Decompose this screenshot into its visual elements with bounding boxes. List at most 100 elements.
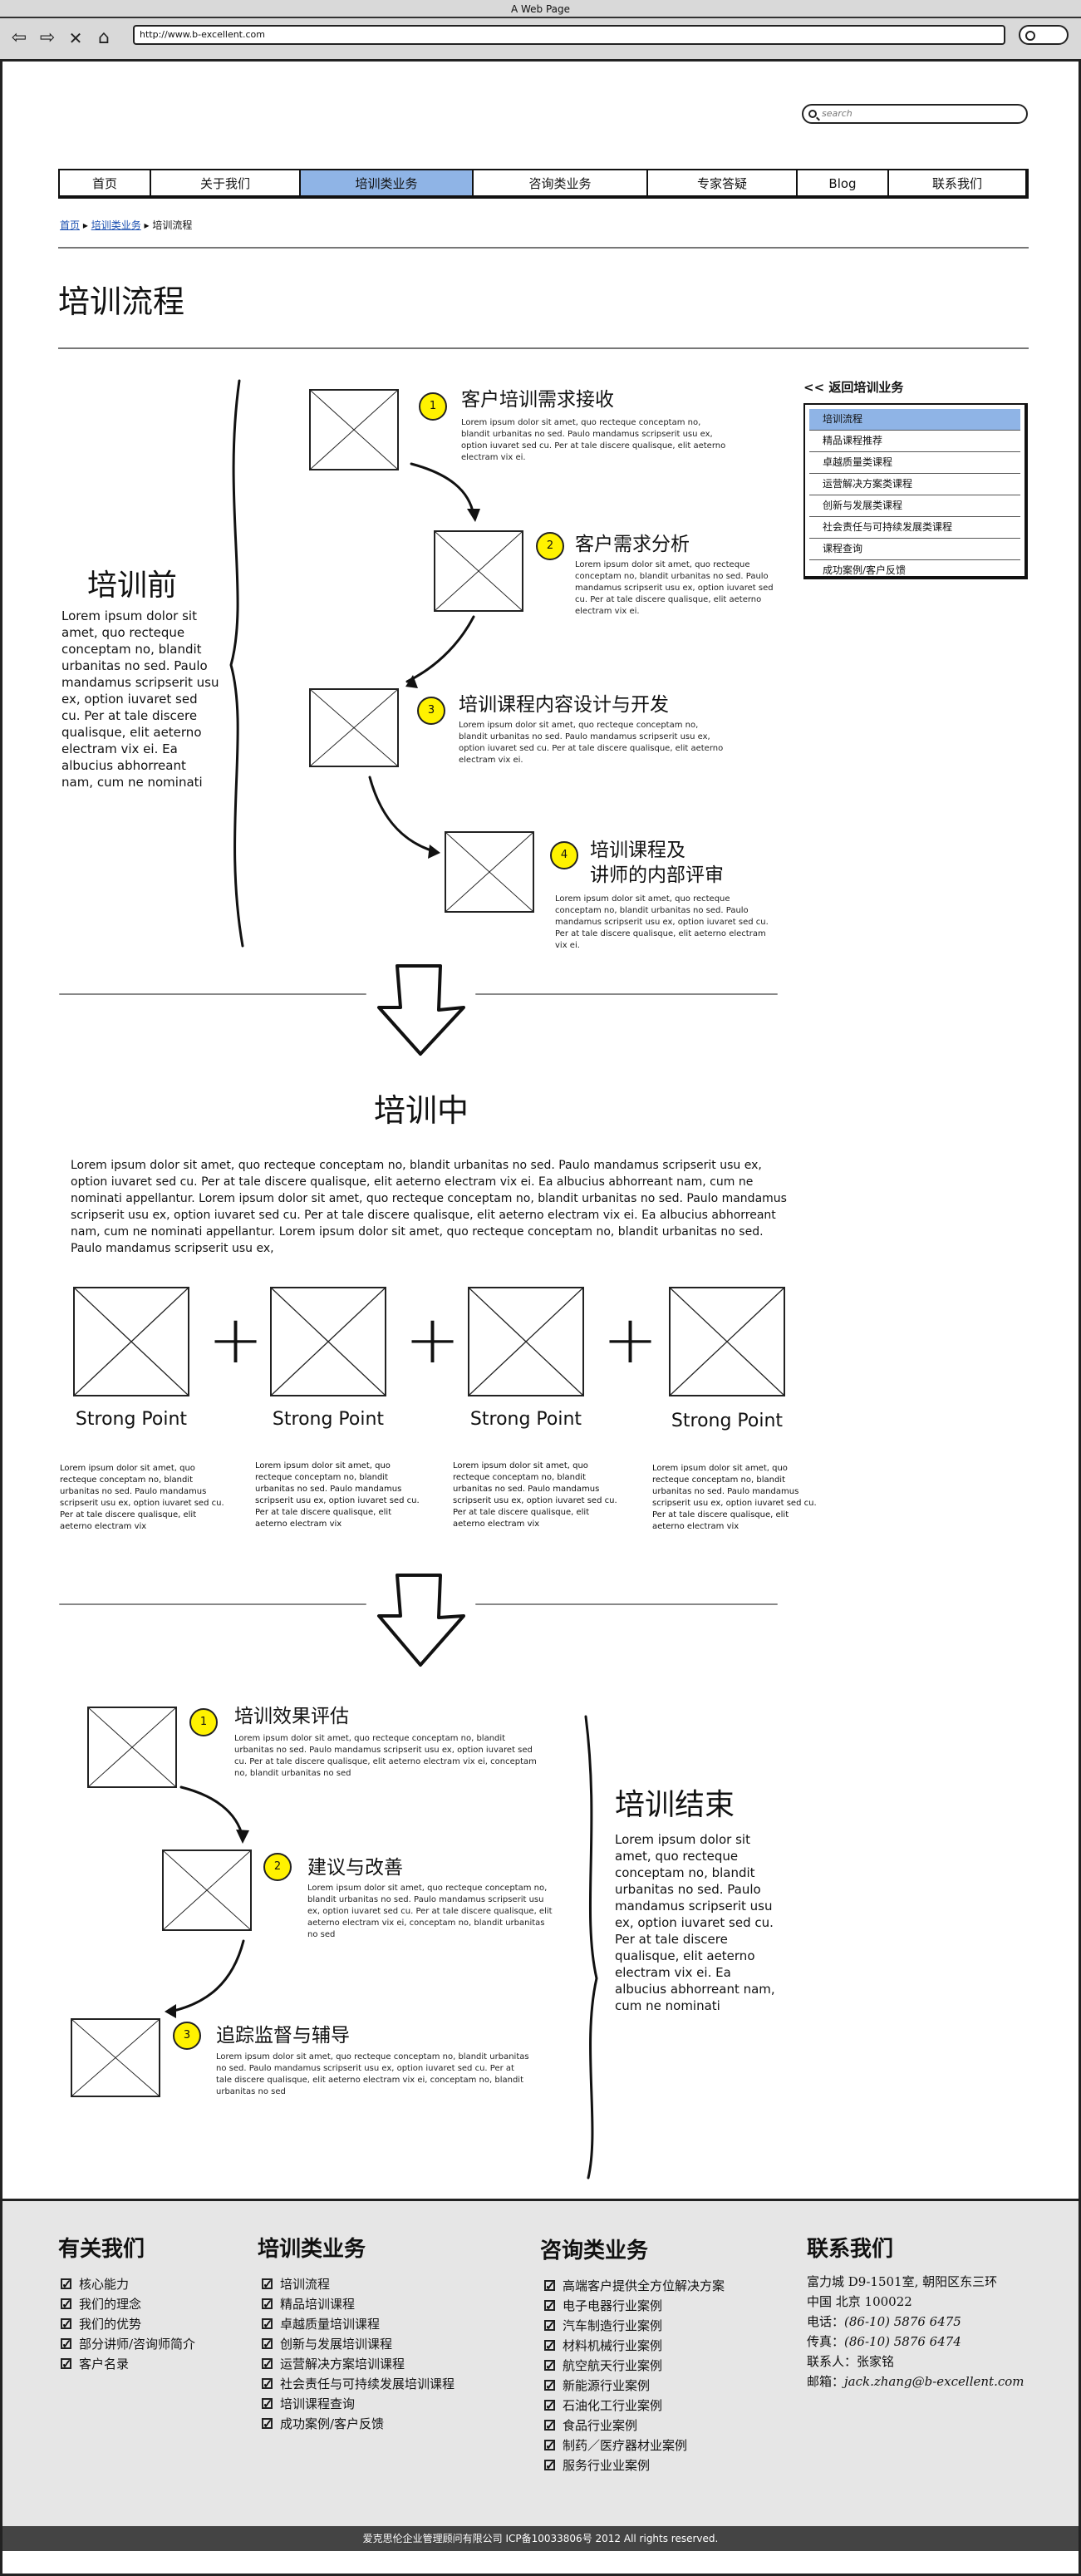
nav-item-contact[interactable]: 联系我们 [931, 176, 982, 191]
image-placeholder [71, 2018, 160, 2097]
back-to-training-link[interactable]: << 返回培训业务 [803, 380, 904, 395]
step-number-badge: 3 [173, 2022, 201, 2050]
strong-point-body: Lorem ipsum dolor sit amet, quo recteque… [60, 1464, 224, 1531]
nav-item-about[interactable]: 关于我们 [151, 170, 301, 195]
footer-link[interactable]: 电子电器行业案例 [544, 2296, 725, 2316]
footer-link[interactable]: 培训流程 [262, 2274, 455, 2294]
breadcrumb-training[interactable]: 培训类业务 [91, 219, 141, 231]
site-search-input[interactable]: search [802, 104, 1028, 124]
sidebar-item-quality-courses[interactable]: 卓越质量类课程 [809, 452, 1020, 474]
footer-link[interactable]: 创新与发展培训课程 [262, 2334, 455, 2354]
step-body: Lorem ipsum dolor sit amet, quo recteque… [216, 2052, 529, 2096]
step-title: 客户需求分析 [575, 534, 690, 555]
footer-about-title: 有关我们 [58, 2237, 145, 2262]
page-title: 培训流程 [58, 283, 185, 320]
checkbox-icon [544, 2316, 556, 2336]
stop-icon[interactable]: ✕ [68, 28, 83, 48]
image-placeholder [669, 1287, 785, 1396]
footer-link[interactable]: 汽车制造行业案例 [544, 2316, 725, 2336]
image-placeholder [434, 530, 523, 612]
footer-link[interactable]: 部分讲师/咨询师简介 [61, 2334, 195, 2354]
copyright-bar: 爱克思伦企业管理顾问有限公司 ICP备10033806号 2012 All ri… [2, 2526, 1079, 2551]
strong-point-body: Lorem ipsum dolor sit amet, quo recteque… [652, 1464, 817, 1531]
sidebar-item-csr-courses[interactable]: 社会责任与可持续发展类课程 [809, 517, 1020, 539]
step-body: Lorem ipsum dolor sit amet, quo recteque… [555, 894, 769, 950]
checkbox-icon [61, 2294, 72, 2314]
sidebar-item-operations-courses[interactable]: 运营解决方案类课程 [809, 474, 1020, 495]
image-placeholder [87, 1707, 177, 1788]
arrowhead [165, 2004, 176, 2018]
image-placeholder [162, 1849, 252, 1931]
forward-icon[interactable]: ⇨ [39, 27, 56, 48]
footer-link[interactable]: 卓越质量培训课程 [262, 2314, 455, 2334]
arrow-step2-to-3 [405, 615, 475, 683]
footer-link[interactable]: 精品培训课程 [262, 2294, 455, 2314]
checkbox-icon [544, 2296, 556, 2316]
checkbox-icon [262, 2314, 273, 2334]
image-placeholder [468, 1287, 584, 1396]
footer-link[interactable]: 航空航天行业案例 [544, 2356, 725, 2376]
nav-item-expert-qa[interactable]: 专家答疑 [648, 170, 798, 195]
strong-point-body: Lorem ipsum dolor sit amet, quo recteque… [453, 1461, 617, 1529]
footer-link[interactable]: 石油化工行业案例 [544, 2396, 725, 2416]
footer-link[interactable]: 制药／医疗器材业案例 [544, 2436, 725, 2455]
step-title-line1: 培训课程及 [590, 840, 685, 861]
strong-point-label: Strong Point [75, 1409, 188, 1430]
checkbox-icon [544, 2376, 556, 2396]
contact-city: 中国 北京 100022 [807, 2294, 912, 2309]
breadcrumb-home[interactable]: 首页 [60, 219, 81, 231]
back-icon[interactable]: ⇦ [11, 27, 27, 48]
footer-link[interactable]: 成功案例/客户反馈 [262, 2414, 455, 2434]
step-body: Lorem ipsum dolor sit amet, quo recteque… [307, 1884, 553, 1939]
strong-point-label: Strong Point [671, 1411, 784, 1431]
sidebar-item-innovation-courses[interactable]: 创新与发展类课程 [809, 495, 1020, 517]
step-title-line2: 讲师的内部评审 [590, 864, 724, 886]
footer-link[interactable]: 我们的优势 [61, 2314, 195, 2334]
breadcrumb-separator: ▸ [82, 219, 91, 231]
strong-point-label: Strong Point [469, 1409, 582, 1430]
footer-contact-title: 联系我们 [807, 2237, 894, 2262]
contact-email[interactable]: 邮箱：jack.zhang@b-excellent.com [807, 2374, 1024, 2389]
sidebar-item-training-process[interactable]: 培训流程 [809, 409, 1020, 431]
contact-person: 联系人：张家铭 [807, 2354, 895, 2369]
nav-item-consulting[interactable]: 咨询类业务 [474, 170, 648, 195]
nav-item-training[interactable]: 培训类业务 [301, 170, 474, 195]
during-heading: 培训中 [374, 1092, 469, 1129]
footer-training-title: 培训类业务 [258, 2237, 366, 2262]
footer-link[interactable]: 食品行业案例 [544, 2416, 725, 2436]
step-body: Lorem ipsum dolor sit amet, quo recteque… [459, 721, 724, 765]
url-bar[interactable]: http://www.b-excellent.com [133, 25, 1005, 45]
step-number-badge: 4 [550, 841, 578, 869]
footer-link[interactable]: 材料机械行业案例 [544, 2336, 725, 2356]
browser-search-input[interactable] [1019, 25, 1069, 45]
step-body: Lorem ipsum dolor sit amet, quo recteque… [575, 560, 774, 616]
arrowhead [428, 845, 440, 859]
nav-item-blog[interactable]: Blog [798, 170, 889, 195]
sidebar-item-featured-courses[interactable]: 精品课程推荐 [809, 431, 1020, 452]
nav-item-home[interactable]: 首页 [60, 170, 151, 195]
arrowhead [467, 509, 480, 522]
footer-link[interactable]: 客户名录 [61, 2354, 195, 2374]
footer-link[interactable]: 培训课程查询 [262, 2394, 455, 2414]
after-body: Lorem ipsum dolor sit amet, quo recteque… [615, 1832, 775, 2013]
footer-link[interactable]: 高端客户提供全方位解决方案 [544, 2276, 725, 2296]
contact-address: 富力城 D9-1501室, 朝阳区东三环 [807, 2274, 998, 2289]
footer-consulting-title: 咨询类业务 [540, 2239, 649, 2263]
footer-link[interactable]: 我们的理念 [61, 2294, 195, 2314]
divider [58, 347, 1029, 349]
plus-sign: + [602, 1301, 659, 1378]
step-body: Lorem ipsum dolor sit amet, quo recteque… [461, 418, 726, 462]
sidebar-item-cases-feedback[interactable]: 成功案例/客户反馈 [823, 564, 907, 576]
footer-link[interactable]: 运营解决方案培训课程 [262, 2354, 455, 2374]
checkbox-icon [544, 2336, 556, 2356]
footer-link[interactable]: 新能源行业案例 [544, 2376, 725, 2396]
home-icon[interactable]: ⌂ [98, 27, 110, 48]
search-placeholder: search [822, 108, 853, 119]
big-down-arrow-2 [377, 1574, 465, 1667]
arrowhead [405, 675, 418, 688]
contact-phone: 电话：(86-10) 5876 6475 [807, 2314, 961, 2329]
footer-link[interactable]: 服务行业业案例 [544, 2455, 725, 2475]
footer-link[interactable]: 社会责任与可持续发展培训课程 [262, 2374, 455, 2394]
sidebar-item-course-search[interactable]: 课程查询 [809, 539, 1020, 560]
footer-link[interactable]: 核心能力 [61, 2274, 195, 2294]
